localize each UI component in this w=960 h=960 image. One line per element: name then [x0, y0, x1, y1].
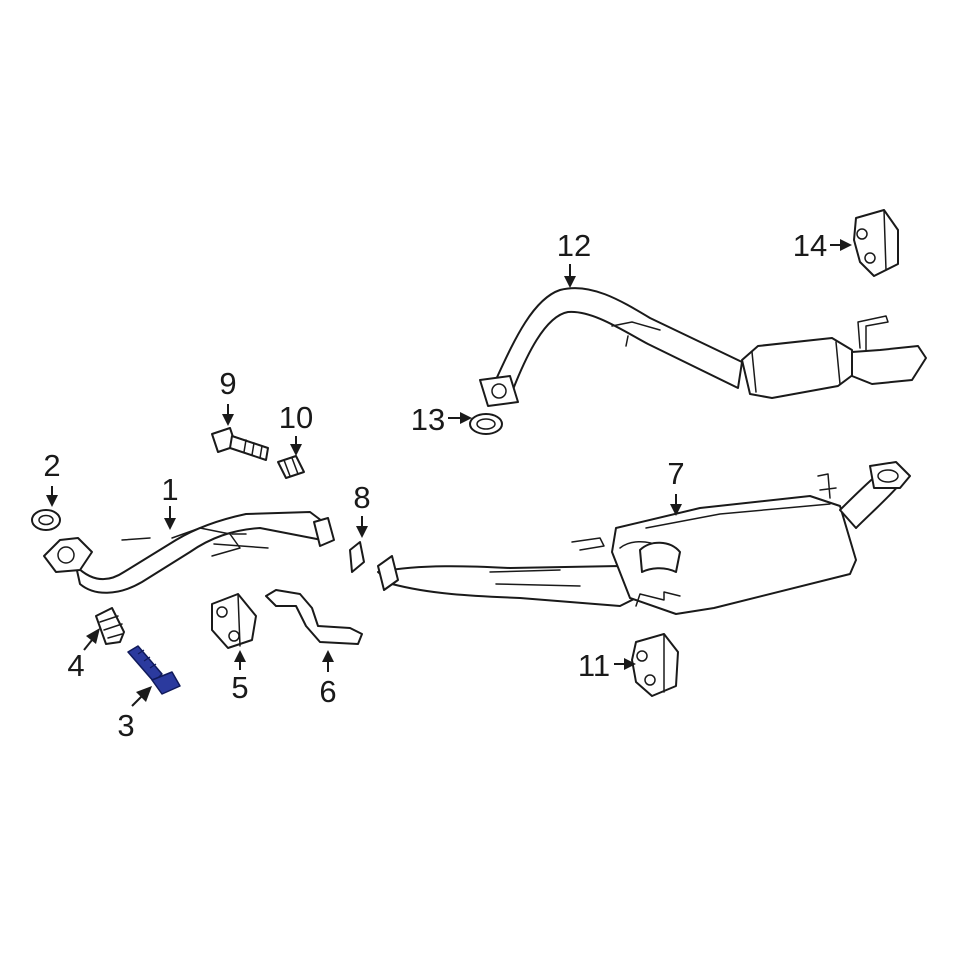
part-12-intermediate-pipe[interactable] [479, 287, 927, 407]
callout-14: 14 [793, 228, 827, 263]
part-8-gasket[interactable] [349, 541, 365, 573]
part-14-hanger[interactable] [853, 209, 899, 277]
callout-9: 9 [219, 366, 236, 401]
callout-13: 13 [411, 402, 445, 437]
part-4-spring[interactable] [95, 607, 125, 645]
callout-3: 3 [117, 708, 134, 743]
part-1-front-pipe[interactable] [43, 511, 335, 594]
callout-10: 10 [279, 400, 313, 435]
callout-labels: 1 2 3 4 5 6 7 8 9 10 11 12 13 14 [43, 228, 827, 743]
part-6-bracket[interactable] [265, 589, 363, 645]
callout-12: 12 [557, 228, 591, 263]
part-3-stud-bolt[interactable] [127, 645, 181, 695]
callout-8: 8 [353, 480, 370, 515]
callout-11: 11 [578, 648, 610, 683]
part-2-gasket[interactable] [31, 509, 61, 531]
part-11-hanger[interactable] [631, 633, 679, 697]
part-9-bolt[interactable] [211, 427, 269, 461]
part-7-muffler[interactable] [377, 461, 911, 615]
callout-6: 6 [319, 674, 336, 709]
part-10-nut[interactable] [277, 455, 305, 479]
callout-arrows [46, 239, 852, 707]
callout-2: 2 [43, 448, 60, 483]
part-13-gasket[interactable] [469, 413, 503, 435]
part-5-hanger[interactable] [211, 593, 257, 649]
callout-5: 5 [231, 670, 248, 705]
callout-7: 7 [667, 456, 684, 491]
callout-4: 4 [67, 648, 84, 683]
callout-1: 1 [161, 472, 178, 507]
